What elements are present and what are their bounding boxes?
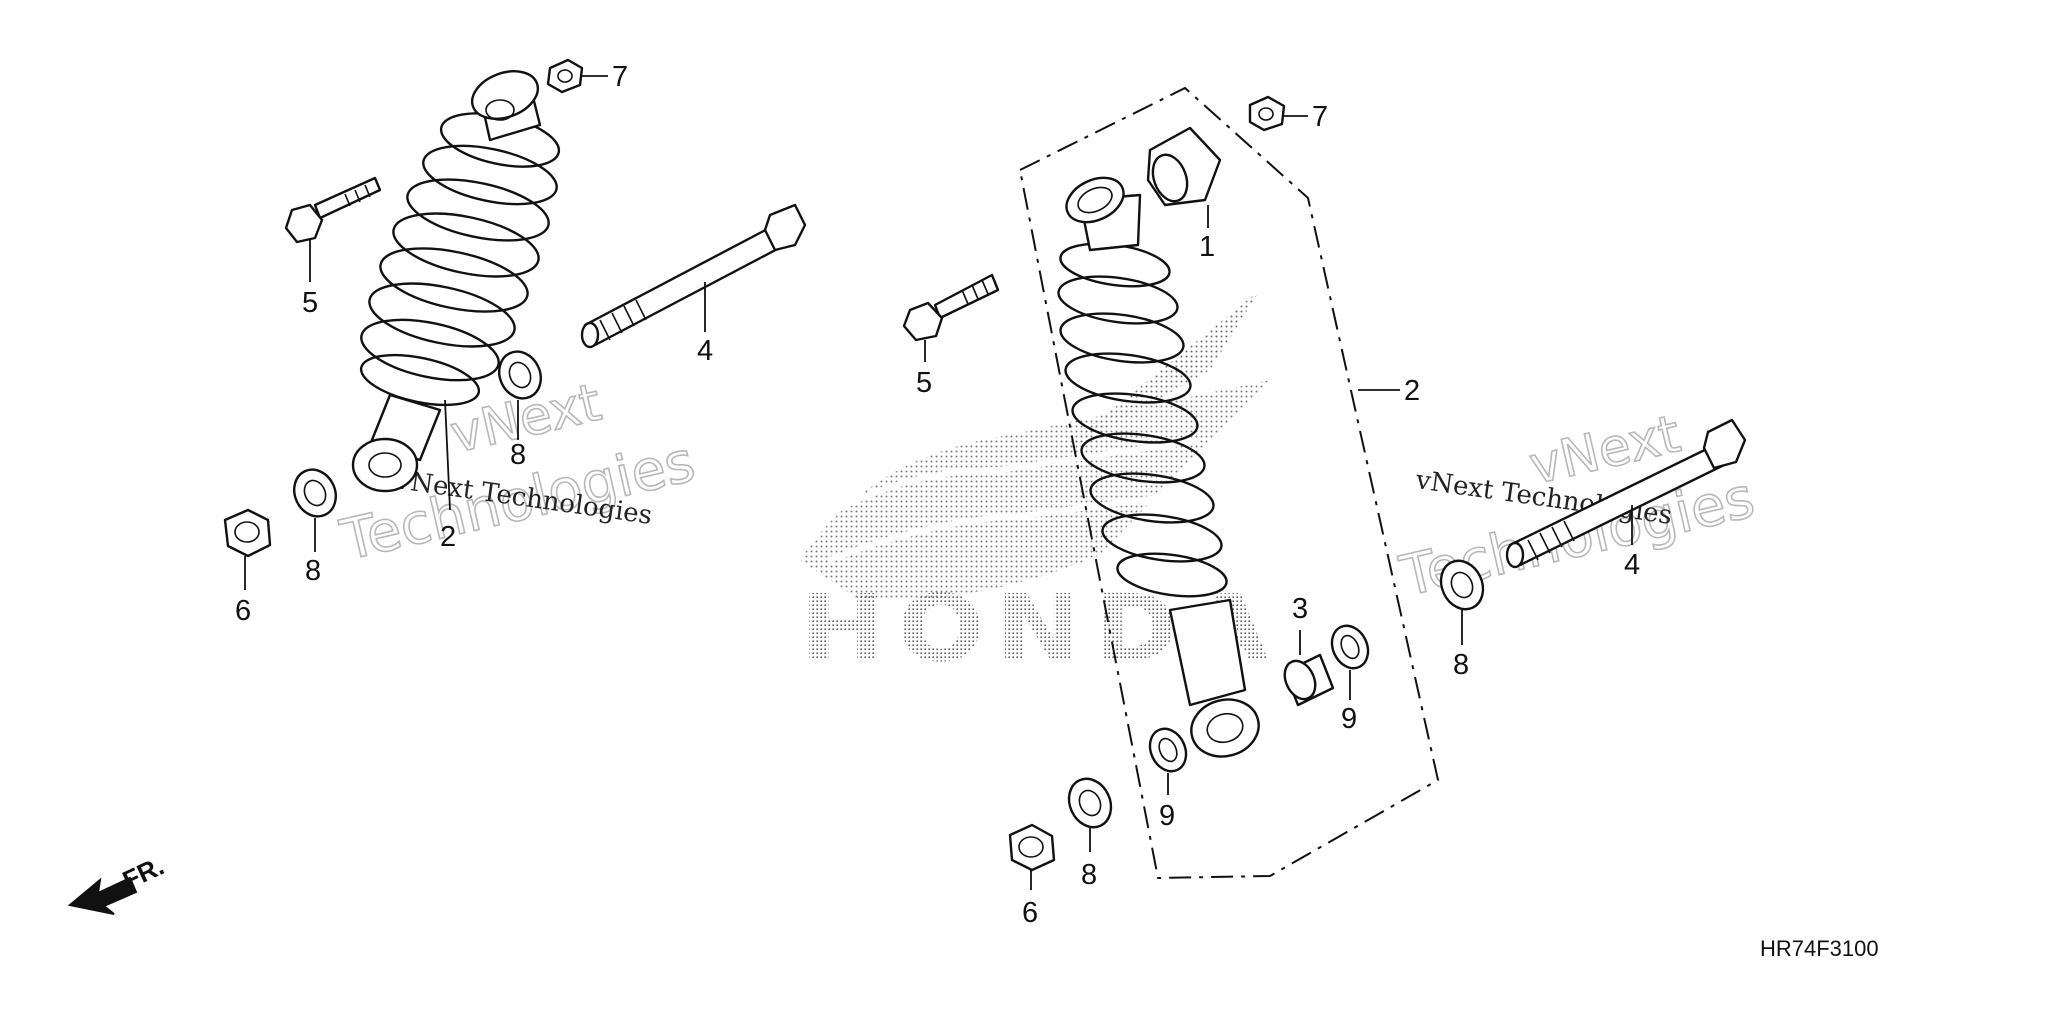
callout-right-7: 7 bbox=[1312, 101, 1328, 133]
right-long-bolt-4 bbox=[1505, 418, 1747, 569]
callout-right-8-lower: 8 bbox=[1081, 859, 1097, 891]
callout-right-2: 2 bbox=[1404, 375, 1420, 407]
callout-left-4: 4 bbox=[697, 335, 713, 367]
collar-3 bbox=[1283, 653, 1335, 707]
right-washer-9-upper bbox=[1330, 624, 1370, 670]
assembly-dashed-frame bbox=[1018, 86, 1440, 880]
right-bolt-5 bbox=[902, 273, 1000, 342]
right-nut-7 bbox=[1248, 95, 1286, 132]
right-washer-8-lower bbox=[1067, 777, 1113, 829]
callout-right-3: 3 bbox=[1292, 593, 1308, 625]
callout-right-9-lower: 9 bbox=[1159, 800, 1175, 832]
callout-left-7: 7 bbox=[612, 61, 628, 93]
bushing-1 bbox=[1146, 126, 1222, 207]
right-callouts: 7 1 5 2 4 3 9 8 9 8 6 bbox=[916, 101, 1640, 929]
left-washer-8-lower bbox=[293, 468, 337, 518]
callout-right-8-upper: 8 bbox=[1453, 649, 1469, 681]
callout-left-8-upper: 8 bbox=[510, 439, 526, 471]
right-shock-absorber bbox=[1057, 176, 1260, 758]
right-washer-9-lower bbox=[1148, 727, 1188, 773]
left-nut-6 bbox=[223, 508, 272, 558]
callout-left-2: 2 bbox=[440, 521, 456, 553]
front-direction-arrow: FR. bbox=[67, 851, 169, 915]
left-shock-absorber bbox=[351, 70, 561, 493]
callout-right-5: 5 bbox=[916, 367, 932, 399]
callout-right-9-upper: 9 bbox=[1341, 703, 1357, 735]
callout-right-1: 1 bbox=[1199, 231, 1215, 263]
left-washer-8-upper bbox=[498, 350, 542, 400]
callout-left-5: 5 bbox=[302, 287, 318, 319]
left-nut-7 bbox=[546, 58, 584, 94]
left-callouts: 7 5 4 8 2 8 6 bbox=[235, 61, 713, 627]
right-nut-6 bbox=[1008, 823, 1056, 872]
right-washer-8-upper bbox=[1439, 559, 1485, 611]
callout-right-4: 4 bbox=[1624, 549, 1640, 581]
callout-right-6: 6 bbox=[1022, 897, 1038, 929]
diagram-code: HR74F3100 bbox=[1760, 936, 1879, 961]
callout-left-6: 6 bbox=[235, 595, 251, 627]
callout-left-8-lower: 8 bbox=[305, 555, 321, 587]
left-long-bolt-4 bbox=[580, 203, 807, 349]
left-bolt-5 bbox=[284, 176, 382, 244]
